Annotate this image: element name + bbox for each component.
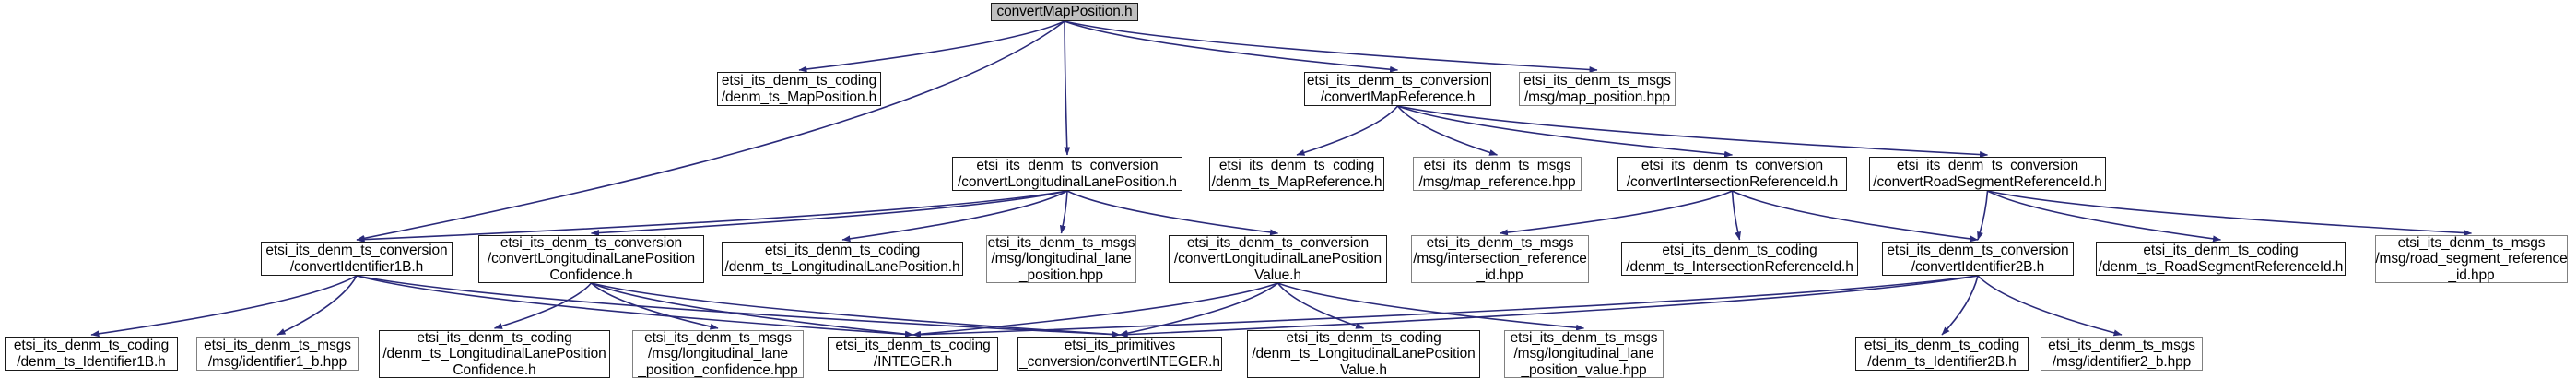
graph-node[interactable]: etsi_its_denm_ts_conversion /convertIden… — [261, 242, 453, 276]
graph-edge — [1277, 282, 1584, 331]
graph-node[interactable]: etsi_its_denm_ts_coding /denm_ts_Identif… — [1855, 337, 2029, 371]
graph-edge — [356, 275, 1121, 338]
graph-node[interactable]: etsi_its_denm_ts_coding /denm_ts_Identif… — [5, 337, 178, 371]
graph-edge — [1296, 105, 1399, 156]
graph-edge — [798, 20, 1065, 73]
graph-edge — [1732, 190, 1979, 243]
graph-edge — [1396, 105, 1498, 156]
graph-edge — [1059, 190, 1068, 234]
graph-edge — [356, 275, 913, 338]
graph-edge — [1731, 190, 1741, 241]
graph-edge — [590, 282, 719, 330]
graph-node[interactable]: etsi_its_denm_ts_msgs /msg/map_position.… — [1519, 72, 1676, 106]
graph-edge — [1500, 190, 1733, 236]
graph-edge — [1977, 190, 1989, 241]
graph-edge — [1066, 190, 1278, 236]
graph-edge — [591, 190, 1068, 237]
graph-edge — [494, 282, 593, 329]
graph-edge — [90, 275, 358, 338]
graph-node[interactable]: etsi_its_denm_ts_coding /denm_ts_Longitu… — [722, 242, 963, 276]
graph-edge — [356, 20, 1065, 242]
graph-node[interactable]: etsi_its_denm_ts_msgs /msg/identifier2_b… — [2041, 337, 2203, 371]
graph-edge — [1397, 105, 1733, 158]
graph-node[interactable]: etsi_its_denm_ts_conversion /convertRoad… — [1869, 157, 2106, 191]
graph-edge — [591, 282, 913, 338]
graph-edge — [1977, 275, 2123, 337]
graph-edge — [912, 275, 1979, 338]
graph-edge — [841, 190, 1068, 243]
graph-node[interactable]: etsi_its_denm_ts_conversion /convertLong… — [1169, 235, 1387, 283]
graph-node[interactable]: etsi_its_denm_ts_conversion /convertMapR… — [1304, 72, 1491, 106]
graph-node[interactable]: etsi_its_denm_ts_msgs /msg/longitudinal_… — [986, 234, 1136, 283]
graph-node[interactable]: etsi_its_denm_ts_coding /INTEGER.h — [828, 337, 998, 371]
graph-node[interactable]: etsi_its_denm_ts_coding /denm_ts_Interse… — [1621, 242, 1858, 276]
graph-node[interactable]: etsi_its_denm_ts_msgs /msg/longitudinal_… — [632, 330, 804, 378]
graph-edge — [912, 282, 1278, 338]
graph-node[interactable]: convertMapPosition.h — [991, 3, 1138, 21]
graph-edge — [1064, 20, 1598, 73]
graph-node[interactable]: etsi_its_denm_ts_coding /denm_ts_Longitu… — [379, 330, 610, 378]
graph-edge — [1941, 275, 1979, 336]
graph-node[interactable]: etsi_its_denm_ts_conversion /convertLong… — [952, 157, 1182, 191]
graph-node[interactable]: etsi_its_denm_ts_msgs /msg/road_segment_… — [2375, 234, 2568, 283]
graph-node[interactable]: etsi_its_denm_ts_coding /denm_ts_MapPosi… — [717, 72, 881, 106]
graph-node[interactable]: etsi_its_denm_ts_coding /denm_ts_RoadSeg… — [2096, 242, 2346, 276]
graph-node[interactable]: etsi_its_denm_ts_msgs /msg/longitudinal_… — [1504, 330, 1664, 378]
graph-node[interactable]: etsi_its_primitives _conversion/convertI… — [1017, 337, 1222, 371]
graph-node[interactable]: etsi_its_denm_ts_msgs /msg/map_reference… — [1413, 157, 1582, 191]
graph-edge — [1276, 282, 1364, 329]
graph-edge — [276, 275, 358, 336]
graph-node[interactable]: etsi_its_denm_ts_msgs /msg/identifier1_b… — [196, 337, 359, 371]
graph-edge — [1119, 275, 1979, 338]
graph-edge — [1987, 190, 2221, 243]
graph-node[interactable]: etsi_its_denm_ts_conversion /convertInte… — [1617, 157, 1847, 191]
graph-edge — [1119, 282, 1279, 337]
graph-node[interactable]: etsi_its_denm_ts_coding /denm_ts_MapRefe… — [1209, 157, 1384, 191]
graph-edge — [1064, 20, 1071, 156]
graph-edge — [1397, 105, 1988, 159]
graph-node[interactable]: etsi_its_denm_ts_conversion /convertIden… — [1882, 242, 2074, 276]
graph-node[interactable]: etsi_its_denm_ts_conversion /convertLong… — [478, 235, 704, 283]
graph-edge — [591, 282, 1121, 338]
graph-edge — [1987, 190, 2472, 237]
graph-node[interactable]: etsi_its_denm_ts_coding /denm_ts_Longitu… — [1247, 330, 1480, 378]
graph-node[interactable]: etsi_its_denm_ts_msgs /msg/intersection_… — [1411, 235, 1589, 283]
graph-edge — [1064, 20, 1398, 73]
graph-edge — [356, 190, 1068, 243]
